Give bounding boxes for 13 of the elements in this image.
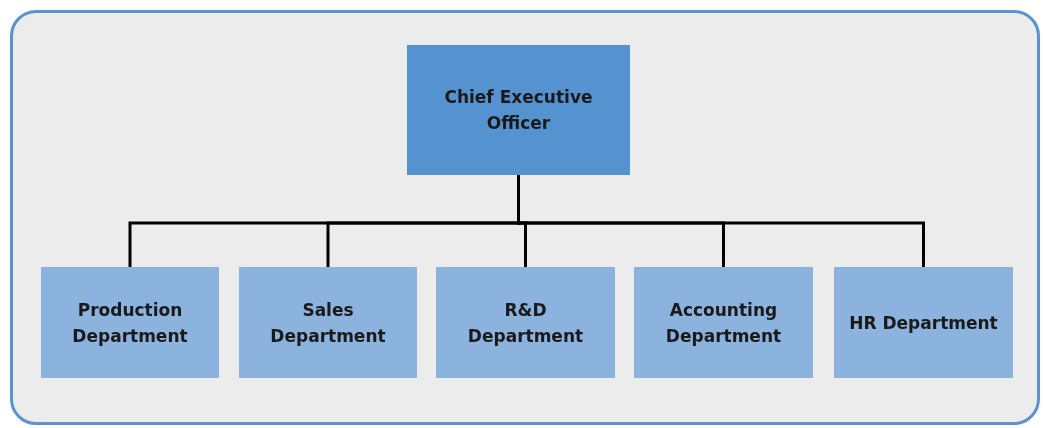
node-label: Accounting Department (664, 298, 783, 348)
department-box (436, 267, 615, 378)
department-box (239, 267, 417, 378)
node-label: Sales Department (269, 298, 387, 348)
executive-box (407, 45, 630, 175)
node-label: Chief Executive Officer (443, 86, 594, 135)
node-label: HR Department (849, 311, 998, 335)
department-box (41, 267, 219, 378)
department-box (634, 267, 813, 378)
connector-line (517, 175, 925, 267)
node-label: R&D Department (466, 298, 585, 348)
department-box (834, 267, 1013, 378)
node-label: Production Department (71, 298, 189, 348)
